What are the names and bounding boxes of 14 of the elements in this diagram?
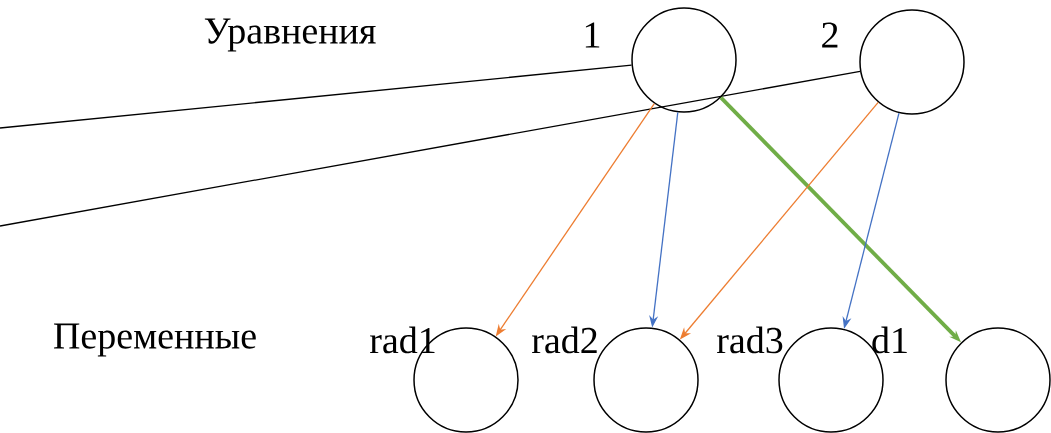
row-label: Переменные [54,323,256,357]
circle-node: rad2 [532,326,699,433]
circle-node: 2 [822,9,965,115]
node-label: rad2 [532,326,597,354]
node-label: rad3 [717,326,783,354]
circle-node: d1 [872,326,1051,433]
line [0,70,861,227]
line [0,64,633,129]
circle-node: 1 [585,7,737,113]
node-label: 2 [822,22,838,48]
row-label: Уравнения [204,18,376,52]
circle-node: rad1 [370,326,519,433]
node-label: 1 [585,22,600,48]
node-label: d1 [872,326,907,354]
